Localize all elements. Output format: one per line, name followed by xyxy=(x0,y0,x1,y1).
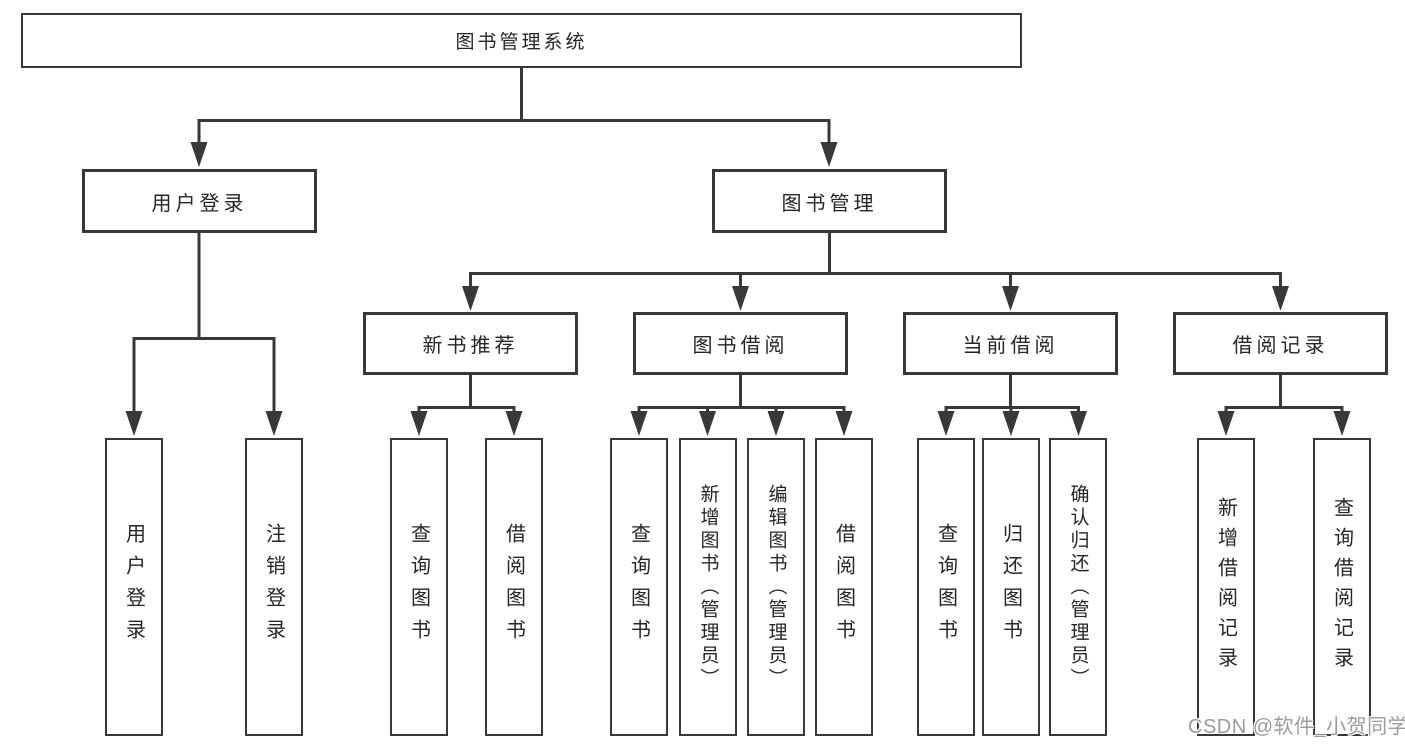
leaf-borrow-books: 借阅图书 xyxy=(815,438,873,736)
leaf-confirm-return-admin: 确认归还（管理员） xyxy=(1049,438,1107,736)
leaf-borrow-books: 借阅图书 xyxy=(485,438,543,736)
node-label: 图书管理 xyxy=(781,192,878,215)
leaf-edit-books-admin: 编辑图书（管理员） xyxy=(747,438,805,736)
node-current-borrowing: 当前借阅 xyxy=(903,312,1118,375)
leaf-logout: 注销登录 xyxy=(245,438,303,736)
node-label: 图书管理系统 xyxy=(455,32,588,53)
csdn-watermark: CSDN @软件_小贺同学 xyxy=(1188,716,1405,738)
node-label: 用户登录 xyxy=(122,523,145,651)
leaf-add-borrow-record: 新增借阅记录 xyxy=(1197,438,1255,736)
node-user-login: 用户登录 xyxy=(82,169,317,233)
node-label: 当前借阅 xyxy=(962,335,1059,357)
leaf-query-books: 查询图书 xyxy=(390,438,448,736)
node-label: 借阅记录 xyxy=(1232,335,1329,357)
node-label: 借阅图书 xyxy=(502,523,525,651)
leaf-query-borrow-record: 查询借阅记录 xyxy=(1313,438,1371,736)
node-book-borrowing: 图书借阅 xyxy=(633,312,848,375)
node-label: 查询图书 xyxy=(407,523,430,651)
tree-edges xyxy=(132,68,1344,414)
node-label: 用户登录 xyxy=(151,192,248,215)
node-label: 确认归还（管理员） xyxy=(1067,483,1089,691)
node-label: 新增借阅记录 xyxy=(1214,497,1237,677)
node-label: 查询图书 xyxy=(934,523,957,651)
arrowheads xyxy=(125,142,1351,436)
node-book-management: 图书管理 xyxy=(712,169,947,233)
node-label: 编辑图书（管理员） xyxy=(765,483,787,691)
leaf-query-books: 查询图书 xyxy=(917,438,975,736)
node-borrow-records: 借阅记录 xyxy=(1173,312,1388,375)
leaf-add-books-admin: 新增图书（管理员） xyxy=(679,438,737,736)
node-label: 查询图书 xyxy=(627,523,650,651)
node-label: 图书借阅 xyxy=(692,335,789,357)
leaf-user-login: 用户登录 xyxy=(105,438,163,736)
node-label: 借阅图书 xyxy=(832,523,855,651)
node-label: 注销登录 xyxy=(262,523,285,651)
node-label: 新书推荐 xyxy=(422,335,519,357)
node-label: 新增图书（管理员） xyxy=(697,483,719,691)
leaf-query-books: 查询图书 xyxy=(610,438,668,736)
node-label: 查询借阅记录 xyxy=(1330,497,1353,677)
leaf-return-books: 归还图书 xyxy=(982,438,1040,736)
node-label: 归还图书 xyxy=(999,523,1022,651)
node-new-book-recommend: 新书推荐 xyxy=(363,312,578,375)
node-root-system: 图书管理系统 xyxy=(21,13,1022,68)
